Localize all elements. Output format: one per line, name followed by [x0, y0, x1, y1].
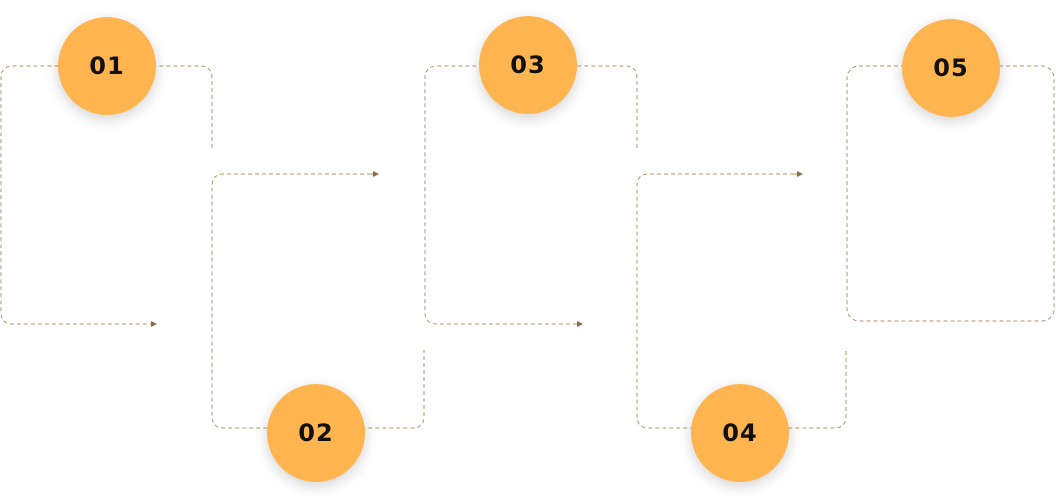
connector-box-1	[0, 65, 213, 327]
connector-box-2	[211, 173, 425, 429]
step-number: 03	[510, 51, 546, 79]
step-circle-05: 05	[902, 19, 1000, 117]
step-circle-04: 04	[691, 384, 789, 482]
step-number: 02	[298, 419, 334, 447]
step-number: 04	[722, 419, 758, 447]
connector-box-3	[424, 65, 638, 327]
step-circle-03: 03	[479, 16, 577, 114]
connector-box-4	[636, 173, 847, 429]
step-circle-01: 01	[58, 17, 156, 115]
step-number: 05	[933, 54, 969, 82]
step-circle-02: 02	[267, 384, 365, 482]
step-number: 01	[89, 52, 125, 80]
